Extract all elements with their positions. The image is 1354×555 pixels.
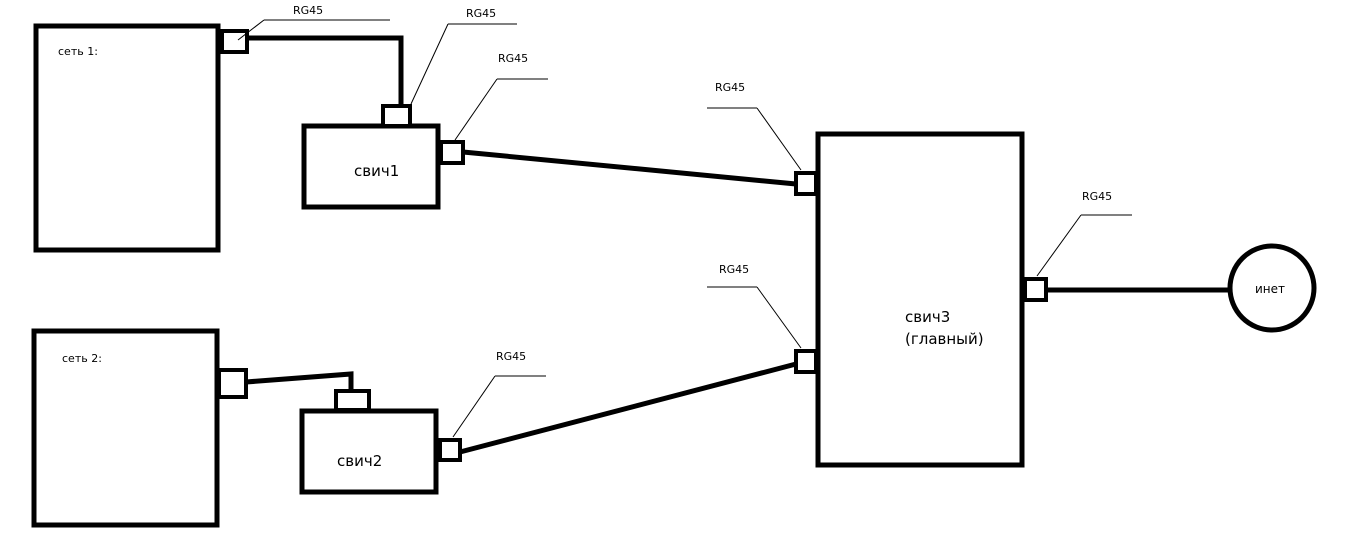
internet-label: инет bbox=[1255, 282, 1285, 296]
switch3-lower-port-pointer bbox=[756, 286, 802, 349]
switch3-upper-port bbox=[794, 171, 818, 196]
net1-box bbox=[33, 23, 221, 253]
cable-switch1-switch3 bbox=[462, 149, 797, 187]
net2-box bbox=[31, 328, 220, 528]
net1-label: сеть 1: bbox=[58, 45, 98, 58]
switch2-right-port-pointer bbox=[452, 375, 496, 438]
switch3-right-port bbox=[1023, 277, 1048, 302]
net2-label: сеть 2: bbox=[62, 352, 102, 365]
switch2-top-port bbox=[334, 389, 371, 412]
switch2-label: свич2 bbox=[337, 452, 382, 470]
net1-port bbox=[220, 29, 249, 54]
internet-node bbox=[1227, 243, 1317, 333]
switch1-right-port bbox=[439, 140, 465, 165]
switch3-label: свич3 bbox=[905, 308, 950, 326]
switch3-upper-port-label: RG45 bbox=[715, 81, 745, 94]
net1-port-label: RG45 bbox=[293, 4, 323, 17]
switch1-top-port-label: RG45 bbox=[466, 7, 496, 20]
net2-port bbox=[217, 368, 248, 399]
switch3-right-port-label: RG45 bbox=[1082, 190, 1112, 203]
cable-switch2-switch3 bbox=[459, 361, 797, 455]
net1-port-pointer bbox=[237, 19, 265, 41]
switch3-sublabel: (главный) bbox=[905, 330, 984, 348]
switch1-right-port-label: RG45 bbox=[498, 52, 528, 65]
switch3-upper-port-pointer bbox=[756, 107, 802, 171]
switch2-right-port-label: RG45 bbox=[496, 350, 526, 363]
switch2-right-port bbox=[438, 438, 462, 462]
switch3-lower-port-label: RG45 bbox=[719, 263, 749, 276]
cable-net2-switch2 bbox=[245, 371, 354, 390]
switch3-box bbox=[815, 131, 1025, 468]
switch3-lower-port bbox=[794, 349, 818, 374]
switch1-top-port bbox=[381, 104, 412, 128]
switch3-right-port-pointer bbox=[1036, 214, 1082, 277]
cable-net1-switch1 bbox=[247, 35, 404, 106]
switch1-top-port-pointer bbox=[410, 23, 449, 105]
switch1-right-port-pointer bbox=[454, 78, 498, 141]
switch1-label: свич1 bbox=[354, 162, 399, 180]
switch1-box bbox=[301, 123, 441, 210]
